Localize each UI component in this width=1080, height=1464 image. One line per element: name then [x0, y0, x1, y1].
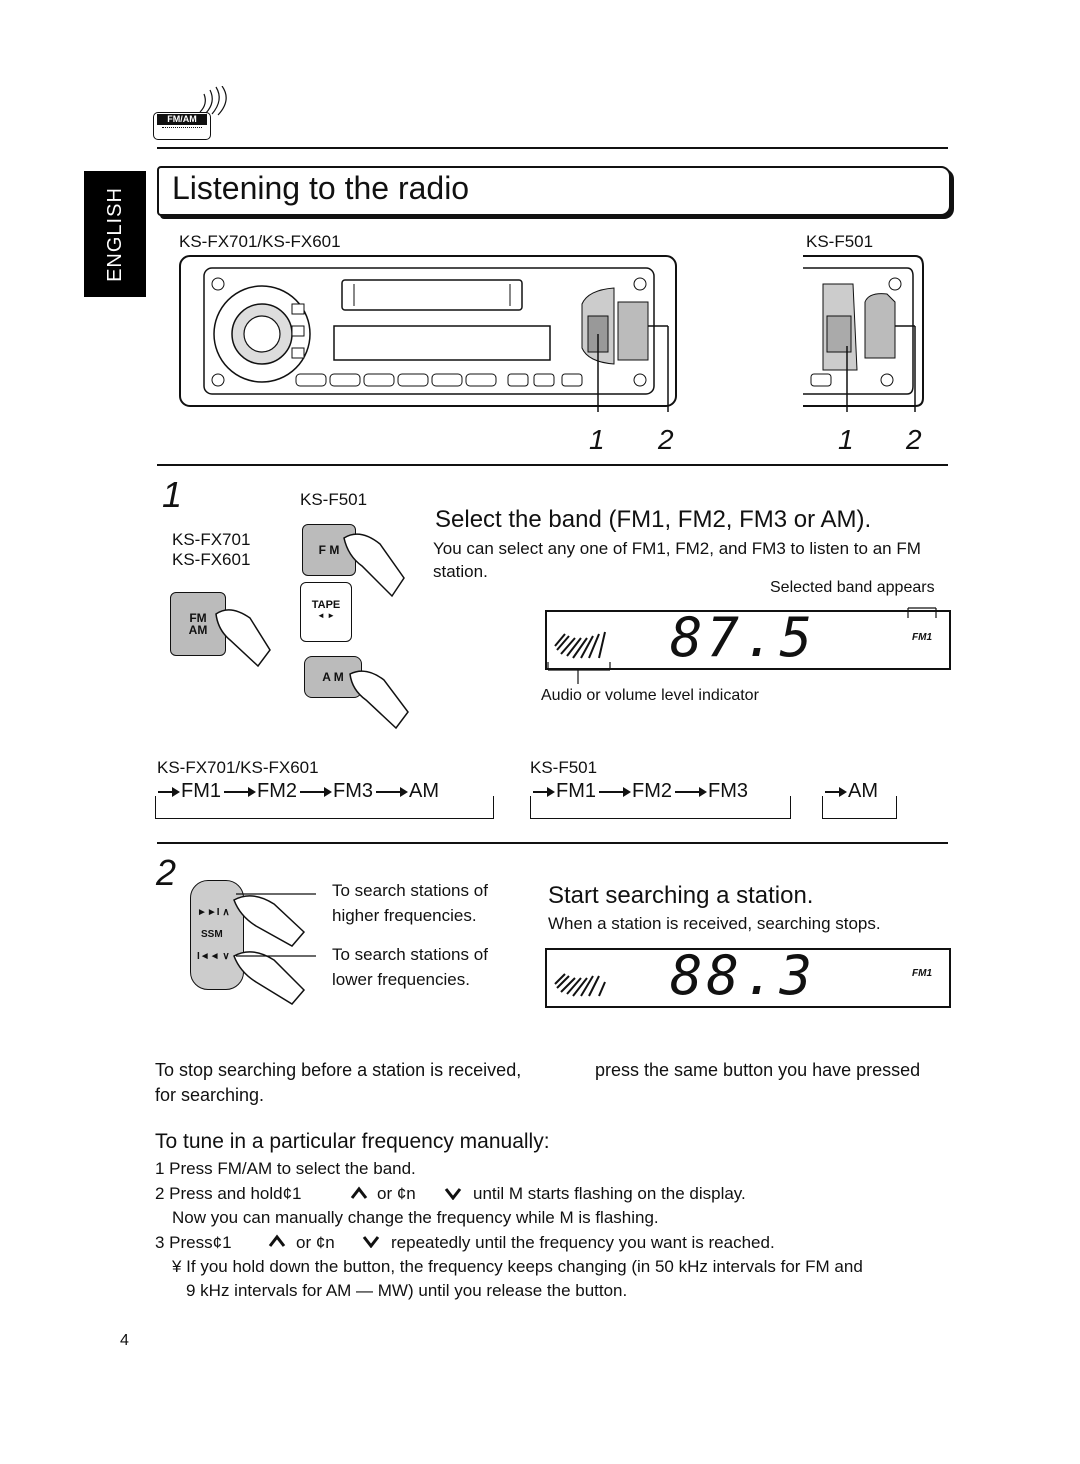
- step2-heading: Start searching a station.: [548, 882, 814, 909]
- fm-am-badge: FM/AM: [153, 112, 211, 140]
- seek-up-icon[interactable]: ►►I ∧: [197, 907, 230, 918]
- chevron-down-icon: [444, 1188, 462, 1200]
- tape-button[interactable]: TAPE ◄ ►: [300, 582, 352, 642]
- sequence-loop-left: [155, 796, 494, 819]
- manual-line-4b: or ¢n: [296, 1233, 335, 1252]
- band-sequence-left: FM1 FM2 FM3 AM: [155, 780, 439, 803]
- badge-text: FM/AM: [157, 114, 207, 125]
- manual-line-4c: repeatedly until the frequency you want …: [391, 1233, 775, 1252]
- step-1-number: 1: [162, 474, 183, 515]
- band-sequence-right: FM1 FM2 FM3: [530, 780, 748, 803]
- step1-ksfx601-label: KS-FX601: [172, 550, 251, 569]
- sequence-item: AM: [409, 780, 439, 802]
- manual-line-2c: until M starts flashing on the display.: [473, 1184, 746, 1203]
- manual-line-4a: 3 Press¢1: [155, 1233, 232, 1252]
- pointing-finger-icon: [233, 895, 306, 947]
- sequence-right-label: KS-F501: [530, 758, 598, 777]
- pointing-finger-icon: [215, 609, 271, 668]
- band-sequence-am: AM: [822, 780, 878, 803]
- callout-1-right: 1: [838, 424, 854, 455]
- step2-body: When a station is received, searching st…: [548, 914, 881, 933]
- arrow-icon: [158, 786, 180, 797]
- ssm-label: SSM: [201, 929, 223, 940]
- sequence-item: FM3: [708, 780, 748, 802]
- sequence-item: FM3: [333, 780, 373, 802]
- callout-seek-up: To search stations of higher frequencies…: [332, 881, 488, 925]
- display-panel-2: [545, 948, 951, 1008]
- level-indicator-icon: [554, 973, 606, 997]
- manual-line-2a: 2 Press and hold¢1: [155, 1184, 302, 1203]
- stop-note-part2: press the same button you have pressed: [595, 1060, 921, 1080]
- chevron-up-icon: [268, 1234, 286, 1247]
- step1-body: You can select any one of FM1, FM2, and …: [433, 539, 921, 581]
- rule-step1: [157, 464, 948, 466]
- level-indicator-icon: [554, 631, 606, 659]
- sequence-item: FM2: [632, 780, 672, 802]
- chevron-down-icon: [362, 1236, 380, 1248]
- step1-ksfx701-label: KS-FX701: [172, 530, 251, 549]
- stop-note-part1: To stop searching before a station is re…: [155, 1060, 522, 1080]
- faceplate-ks-fx701: [179, 255, 677, 412]
- callout-level-indicator: Audio or volume level indicator: [541, 687, 759, 704]
- tape-button-arrows: ◄ ►: [316, 611, 336, 620]
- page-number: 4: [120, 1332, 129, 1349]
- callout-1-left: 1: [589, 424, 605, 455]
- manual-line-3: Now you can manually change the frequenc…: [172, 1208, 659, 1227]
- sequence-item: FM2: [257, 780, 297, 802]
- model-label-right: KS-F501: [806, 232, 874, 251]
- badge-dots: [162, 127, 202, 135]
- arrow-icon: [825, 786, 847, 797]
- arrow-icon: [224, 786, 256, 797]
- manual-heading: To tune in a particular frequency manual…: [155, 1130, 550, 1153]
- pointing-finger-icon: [349, 670, 409, 730]
- sequence-left-label: KS-FX701/KS-FX601: [157, 758, 319, 777]
- callout-seek-down: To search stations of lower frequencies.: [332, 945, 488, 989]
- seek-control-panel[interactable]: ►►I ∧ SSM I◄◄ ∨: [190, 880, 244, 990]
- step-2-number: 2: [156, 852, 177, 893]
- arrow-icon: [533, 786, 555, 797]
- tape-button-label: TAPE: [311, 599, 341, 611]
- model-label-left: KS-FX701/KS-FX601: [179, 232, 341, 251]
- band-indicator-1: FM1: [912, 632, 932, 643]
- sequence-item: FM1: [181, 780, 221, 802]
- sequence-item: AM: [848, 780, 878, 802]
- callout-brackets-1: [547, 607, 937, 684]
- top-rule: [157, 147, 948, 149]
- arrow-icon: [675, 786, 707, 797]
- sequence-loop-am: [822, 796, 897, 819]
- band-indicator-2: FM1: [912, 968, 932, 979]
- section-tab: [84, 171, 146, 297]
- step1-ksf501-label: KS-F501: [300, 490, 368, 509]
- frequency-readout-2: 88.3: [670, 944, 817, 1007]
- sequence-loop-right: [530, 796, 791, 819]
- frequency-readout-1: 87.5: [670, 606, 817, 669]
- pointing-finger-icon: [343, 533, 405, 598]
- title-frame: [157, 166, 951, 216]
- page-title: Listening to the radio: [172, 170, 470, 206]
- fm-button[interactable]: F M: [302, 524, 356, 576]
- display-panel-1: [545, 610, 951, 670]
- sequence-item: FM1: [556, 780, 596, 802]
- chevron-up-icon: [350, 1186, 368, 1199]
- manual-line-5: ¥ If you hold down the button, the frequ…: [172, 1257, 863, 1276]
- step1-heading: Select the band (FM1, FM2, FM3 or AM).: [435, 506, 872, 533]
- manual-line-2b: or ¢n: [377, 1184, 416, 1203]
- callout-2-right: 2: [906, 424, 922, 455]
- callout-2-left: 2: [658, 424, 674, 455]
- seek-callout-lines: [236, 893, 316, 957]
- radio-wave-icon: [199, 86, 227, 116]
- manual-line-1: 1 Press FM/AM to select the band.: [155, 1159, 416, 1178]
- stop-note-part3: for searching.: [155, 1085, 265, 1105]
- arrow-icon: [376, 786, 408, 797]
- pointing-finger-icon: [233, 951, 306, 1005]
- rule-step2: [157, 842, 948, 844]
- faceplate-ks-f501: [803, 255, 924, 412]
- arrow-icon: [300, 786, 332, 797]
- callout-selected-band: Selected band appears: [770, 579, 935, 596]
- seek-down-icon[interactable]: I◄◄ ∨: [197, 951, 230, 962]
- manual-line-6: 9 kHz intervals for AM — MW) until you r…: [186, 1281, 628, 1300]
- section-tab-label: ENGLISH: [103, 186, 126, 282]
- arrow-icon: [599, 786, 631, 797]
